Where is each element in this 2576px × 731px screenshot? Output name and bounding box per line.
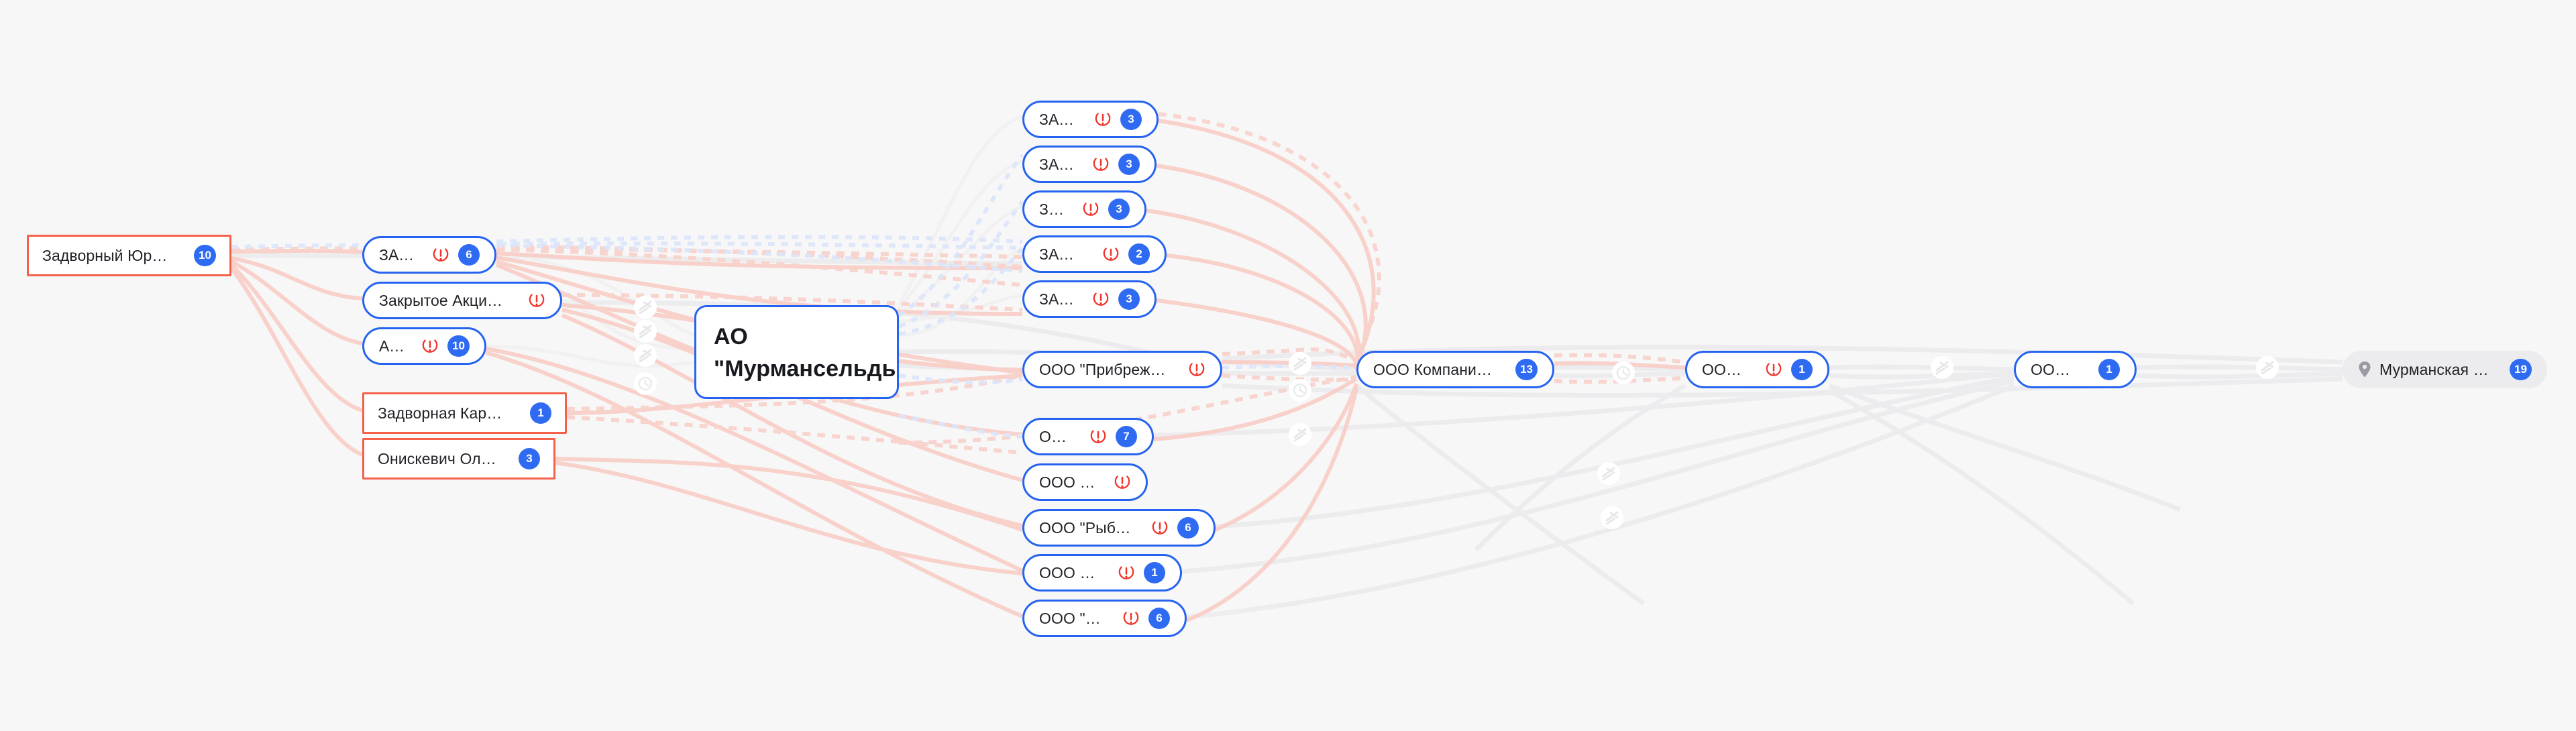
node-count-badge[interactable]: 19 bbox=[2510, 359, 2532, 380]
node-label: ООО "Тетис" bbox=[1039, 427, 1072, 445]
node-count-badge[interactable]: 6 bbox=[1177, 517, 1199, 539]
graph-node-gamma[interactable]: ЗАО "Гамма" 3 bbox=[1022, 146, 1157, 183]
node-count-badge[interactable]: 2 bbox=[1128, 243, 1150, 265]
node-count-badge[interactable]: 10 bbox=[194, 245, 216, 266]
node-label: Задворный Юрий Василь… bbox=[42, 246, 172, 264]
graph-node-tetis[interactable]: ООО "Тетис" 7 bbox=[1022, 418, 1154, 455]
node-count-badge[interactable]: 6 bbox=[1148, 608, 1170, 629]
node-label: ООО "Рыбак Беломорья" bbox=[1039, 518, 1134, 537]
node-label: ООО "РК Заря" bbox=[2031, 360, 2081, 378]
node-label: ЗАО "Рось-1" bbox=[379, 245, 415, 264]
node-count-badge[interactable]: 1 bbox=[1791, 359, 1813, 380]
node-label: ЗАО "Эпсилон" bbox=[1039, 245, 1085, 263]
graph-node-oniskevich[interactable]: Онискевич Олег Олегович 3 bbox=[362, 438, 555, 480]
warning-icon bbox=[1093, 158, 1109, 171]
node-label: ООО Компания "Андроме… bbox=[1373, 360, 1498, 378]
node-count-badge[interactable]: 3 bbox=[1118, 154, 1140, 175]
warning-icon bbox=[1093, 292, 1109, 306]
node-label: ЗАО "Дельта" bbox=[1039, 110, 1077, 128]
node-label: ООО "ПК Персей" bbox=[1039, 563, 1100, 581]
node-label: ЗАО "Гамма" bbox=[1039, 155, 1075, 173]
node-label: ЗАО "Бэта" bbox=[1039, 200, 1065, 218]
graph-node-persey[interactable]: ООО "ПК Персей" 1 bbox=[1022, 554, 1182, 592]
node-label: Задворная Карина Юрьев… bbox=[378, 404, 508, 422]
graph-node-zao-closed[interactable]: Закрытое Акционерное Об… bbox=[362, 282, 562, 319]
graph-node-beta[interactable]: ЗАО "Бэта" 3 bbox=[1022, 190, 1146, 228]
map-pin-icon bbox=[2359, 361, 2371, 378]
node-count-badge[interactable]: 7 bbox=[1116, 426, 1137, 447]
warning-icon bbox=[1090, 430, 1106, 443]
graph-node-rybak[interactable]: ООО "Рыбак Беломорья" 6 bbox=[1022, 509, 1216, 547]
node-label: ООО "Полевач" bbox=[1039, 473, 1096, 491]
node-count-badge[interactable]: 10 bbox=[447, 335, 470, 357]
node-label: ЗАО "Сигма" bbox=[1039, 290, 1075, 308]
graph-node-mrf[interactable]: АО "МРФ" 10 bbox=[362, 327, 486, 365]
warning-icon bbox=[1103, 247, 1119, 261]
warning-icon bbox=[422, 339, 438, 353]
graph-node-andromeda[interactable]: ООО Компания "Андроме… 13 bbox=[1356, 351, 1554, 388]
warning-icon bbox=[433, 248, 449, 262]
warning-icon bbox=[1766, 363, 1782, 376]
graph-node-murmansk-region[interactable]: Мурманская область, го… 19 bbox=[2343, 351, 2547, 388]
graph-node-zadvorny[interactable]: Задворный Юрий Василь… 10 bbox=[27, 235, 231, 276]
warning-icon bbox=[1118, 566, 1134, 579]
warning-icon bbox=[1123, 612, 1139, 625]
warning-icon bbox=[1189, 363, 1205, 376]
warning-icon bbox=[1095, 113, 1111, 126]
node-label: ООО "Севрыбком" bbox=[1039, 609, 1105, 627]
node-label: ООО "Прибрежные Промыс… bbox=[1039, 360, 1171, 378]
node-count-badge[interactable]: 3 bbox=[519, 448, 540, 469]
graph-node-pribrezh[interactable]: ООО "Прибрежные Промыс… bbox=[1022, 351, 1222, 388]
warning-icon bbox=[1083, 203, 1099, 216]
warning-icon bbox=[529, 294, 545, 307]
graph-node-sigma[interactable]: ЗАО "Сигма" 3 bbox=[1022, 280, 1157, 318]
node-count-badge[interactable]: 3 bbox=[1118, 288, 1140, 310]
node-count-badge[interactable]: 3 bbox=[1108, 199, 1130, 220]
node-count-badge[interactable]: 6 bbox=[458, 244, 480, 266]
graph-node-epsilon[interactable]: ЗАО "Эпсилон" 2 bbox=[1022, 235, 1167, 273]
warning-icon bbox=[1114, 475, 1130, 489]
node-label: Мурманская область, го… bbox=[2379, 360, 2493, 378]
node-label: Закрытое Акционерное Об… bbox=[379, 291, 511, 309]
node-count-badge[interactable]: 1 bbox=[530, 402, 551, 424]
graph-node-ros1[interactable]: ЗАО "Рось-1" 6 bbox=[362, 236, 496, 274]
node-label: Онискевич Олег Олегович bbox=[378, 449, 497, 467]
graph-node-rk-zarya[interactable]: ООО "РК Заря" 1 bbox=[2014, 351, 2137, 388]
graph-node-almak[interactable]: ООО "Альмак" 1 bbox=[1685, 351, 1829, 388]
focus-node-label: АО "Мурмансельдь 2" bbox=[714, 324, 896, 382]
node-count-badge[interactable]: 1 bbox=[1144, 562, 1165, 583]
node-count-badge[interactable]: 1 bbox=[2098, 359, 2120, 380]
node-count-badge[interactable]: 3 bbox=[1120, 109, 1142, 130]
node-label: ООО "Альмак" bbox=[1702, 360, 1748, 378]
graph-node-polevach[interactable]: ООО "Полевач" bbox=[1022, 463, 1148, 501]
graph-node-focus-company[interactable]: АО "Мурмансельдь 2" bbox=[694, 305, 899, 399]
graph-node-sevrybkom[interactable]: ООО "Севрыбком" 6 bbox=[1022, 600, 1187, 637]
node-label: АО "МРФ" bbox=[379, 337, 404, 355]
graph-node-zadvornaya[interactable]: Задворная Карина Юрьев… 1 bbox=[362, 392, 567, 434]
node-count-badge[interactable]: 13 bbox=[1515, 359, 1538, 380]
warning-icon bbox=[1152, 521, 1168, 535]
graph-node-delta[interactable]: ЗАО "Дельта" 3 bbox=[1022, 101, 1159, 138]
